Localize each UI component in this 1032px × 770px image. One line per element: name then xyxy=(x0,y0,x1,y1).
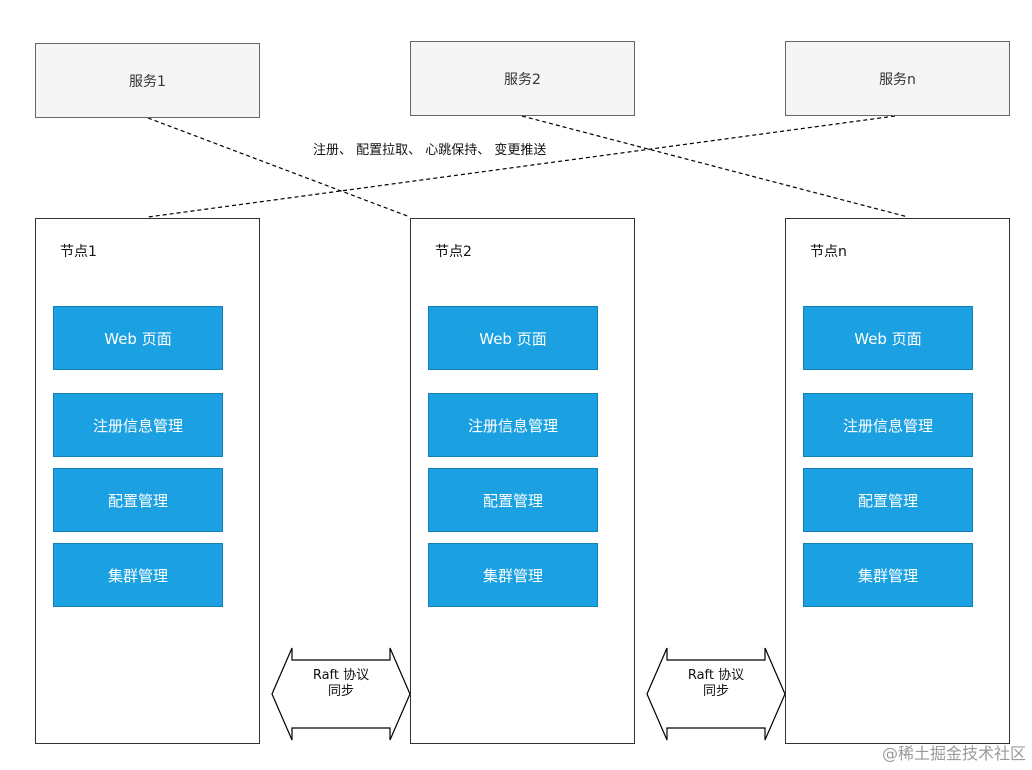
raft-store-label: Raft store Node n xyxy=(837,689,960,705)
node-title: 节点1 xyxy=(60,244,97,260)
module-config: 配置管理 xyxy=(53,468,223,532)
service-label: 服务2 xyxy=(504,71,541,88)
edge-service2-noden xyxy=(521,115,909,218)
module-registry: 注册信息管理 xyxy=(803,393,973,457)
module-config: 配置管理 xyxy=(428,468,598,532)
sync-label-line2: 同步 xyxy=(702,684,729,699)
edge-servicen-node1 xyxy=(147,115,896,218)
module-web: Web 页面 xyxy=(803,306,973,370)
module-cluster: 集群管理 xyxy=(428,543,598,607)
node-1: 节点1 Web 页面 注册信息管理 配置管理 集群管理 Raft store N… xyxy=(35,218,260,744)
sync-arrow-1-label: Raft 协议 同步 xyxy=(301,668,381,700)
node-2: 节点2 Web 页面 注册信息管理 配置管理 集群管理 Raft store N… xyxy=(410,218,635,744)
module-web: Web 页面 xyxy=(428,306,598,370)
edge-service1-node2 xyxy=(147,117,411,218)
service-label: 服务1 xyxy=(129,73,166,90)
module-web: Web 页面 xyxy=(53,306,223,370)
module-cluster: 集群管理 xyxy=(803,543,973,607)
module-config: 配置管理 xyxy=(803,468,973,532)
module-cluster: 集群管理 xyxy=(53,543,223,607)
raft-store-label: Raft store Node1 xyxy=(89,689,208,705)
watermark: @稀土掘金技术社区 xyxy=(881,744,1026,763)
service-box-2: 服务2 xyxy=(410,41,635,116)
module-registry: 注册信息管理 xyxy=(428,393,598,457)
node-n: 节点n Web 页面 注册信息管理 配置管理 集群管理 Raft store N… xyxy=(785,218,1010,744)
service-label: 服务n xyxy=(879,71,916,88)
service-box-1: 服务1 xyxy=(35,43,260,118)
module-registry: 注册信息管理 xyxy=(53,393,223,457)
raft-store-label: Raft store Node2 xyxy=(464,689,583,705)
service-box-n: 服务n xyxy=(785,41,1010,116)
sync-label-line2: 同步 xyxy=(327,684,354,699)
node-title: 节点n xyxy=(810,244,847,260)
sync-label-line1: Raft 协议 xyxy=(687,668,745,683)
sync-label-line1: Raft 协议 xyxy=(312,668,370,683)
node-title: 节点2 xyxy=(435,244,472,260)
edge-label: 注册、 配置拉取、 心跳保持、 变更推送 xyxy=(313,143,547,158)
sync-arrow-2-label: Raft 协议 同步 xyxy=(676,668,756,700)
